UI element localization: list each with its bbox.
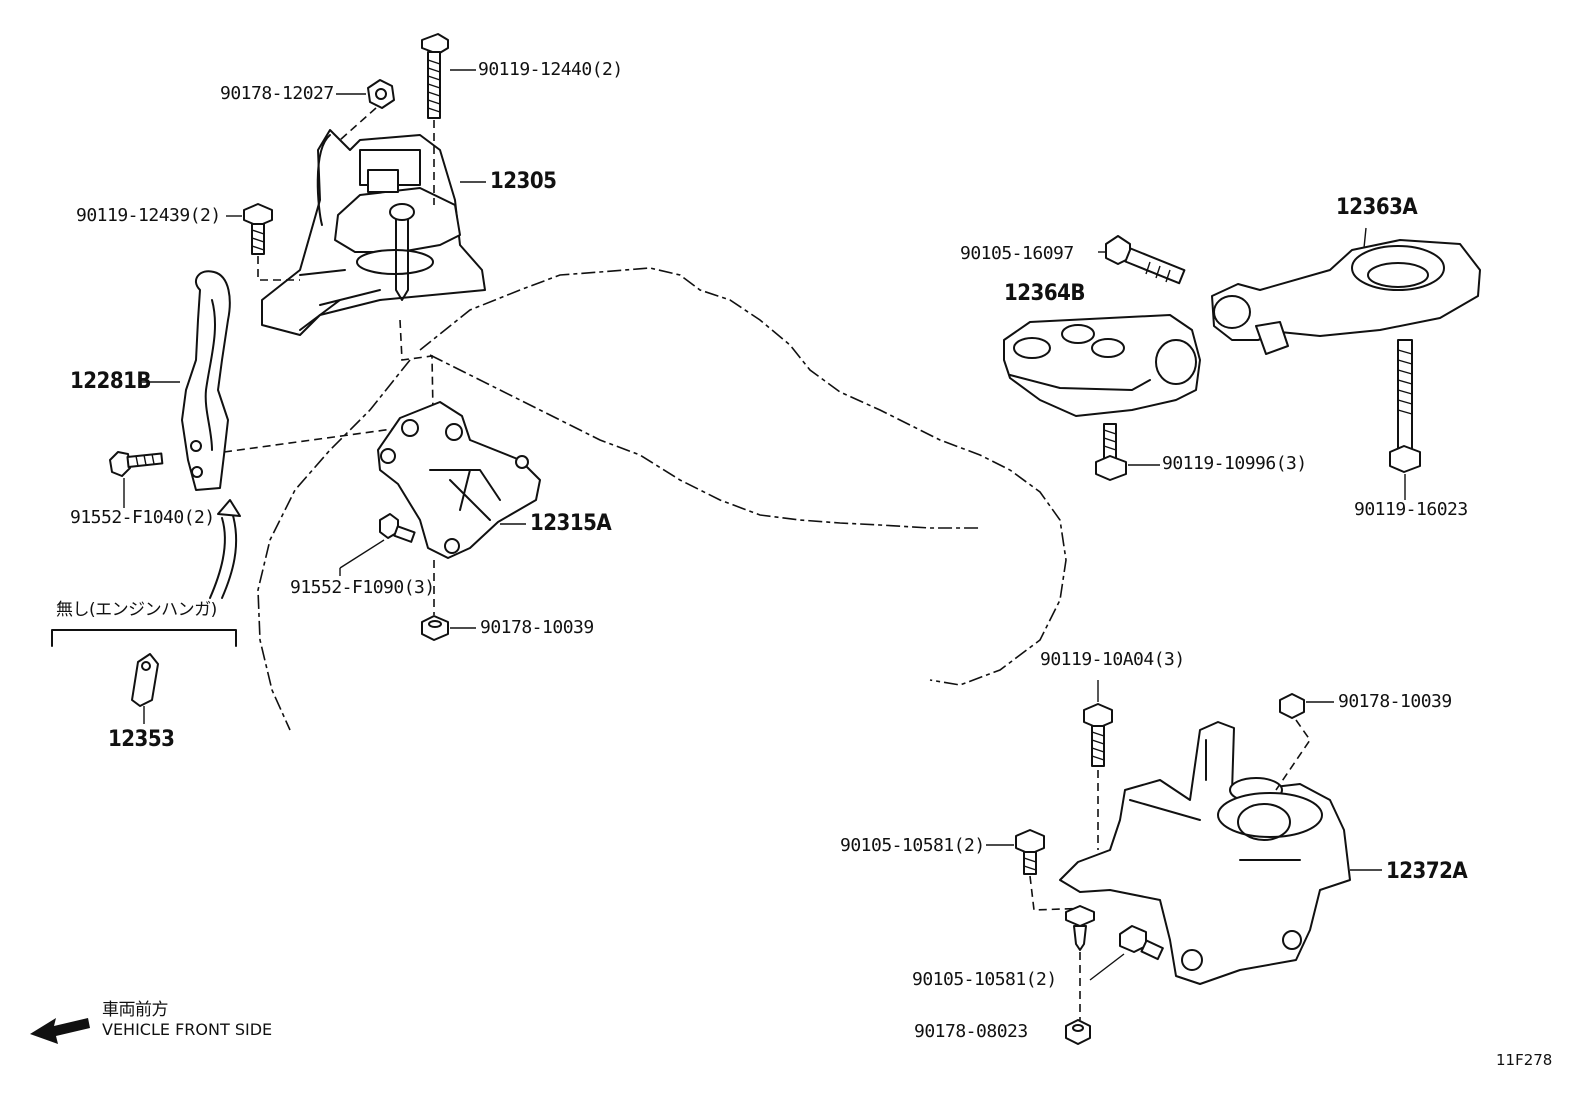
- label-90119-10A04: 90119-10A04(3): [1040, 649, 1185, 670]
- label-90119-12440: 90119-12440(2): [478, 59, 623, 80]
- torque-rod-12363A: [1211, 227, 1481, 355]
- transmission-mount-12372A: [1059, 721, 1382, 985]
- label-91552-F1090: 91552-F1090(3): [290, 577, 435, 598]
- bolt-90119-16023: [1389, 339, 1421, 500]
- bolt-90119-12439: [243, 203, 300, 281]
- label-90178-12027: 90178-12027: [220, 83, 334, 104]
- engine-outline: [257, 267, 1067, 731]
- bolt-91552-F1090: [339, 513, 416, 576]
- bolt-90105-10581-lower: [1089, 925, 1164, 981]
- label-90119-12439: 90119-12439(2): [76, 205, 221, 226]
- leader-lines: [142, 69, 1106, 629]
- label-12363A: 12363A: [1336, 195, 1418, 220]
- label-90105-10581-upper: 90105-10581(2): [840, 835, 985, 856]
- note-front-en: VEHICLE FRONT SIDE: [102, 1020, 273, 1039]
- bolt-90119-12440: [421, 33, 449, 205]
- without-hanger-bracket: [51, 629, 237, 647]
- label-90105-16097: 90105-16097: [960, 243, 1074, 264]
- label-12281B: 12281B: [70, 369, 151, 394]
- bolt-90105-16097: [1105, 235, 1186, 285]
- engine-bracket-12315A: [377, 401, 541, 615]
- nut-90178-08023: [1065, 1019, 1091, 1045]
- label-12305: 12305: [490, 169, 557, 194]
- bolt-90119-10A04: [1083, 680, 1113, 850]
- label-12353: 12353: [108, 727, 175, 752]
- nut-90178-10039-right: [1275, 693, 1334, 791]
- engine-hanger-12281B: [181, 270, 401, 491]
- label-91552-F1040: 91552-F1040(2): [70, 507, 215, 528]
- label-90178-08023: 90178-08023: [914, 1021, 1028, 1042]
- plate-12353: [131, 653, 159, 724]
- label-90119-16023: 90119-16023: [1354, 499, 1468, 520]
- engine-mount-12305: [261, 129, 486, 336]
- note-front-jp: 車両前方: [102, 1000, 169, 1020]
- bolt-90119-10996: [1095, 423, 1160, 481]
- curved-arrow-icon: [209, 499, 241, 599]
- nut-90178-12027: [339, 79, 395, 141]
- figure-id: 11F278: [1496, 1051, 1553, 1069]
- stud-pin: [1065, 905, 1095, 1020]
- bolt-91552-F1040: [109, 451, 164, 508]
- bracket-12364B: [1003, 314, 1201, 417]
- label-12372A: 12372A: [1386, 859, 1468, 884]
- label-90178-10039-right: 90178-10039: [1338, 691, 1452, 712]
- label-12364B: 12364B: [1004, 281, 1085, 306]
- label-90178-10039-left: 90178-10039: [480, 617, 594, 638]
- label-12315A: 12315A: [530, 511, 612, 536]
- arrow-left-icon: [30, 1018, 90, 1044]
- note-without-engine-hanger: 無し(エンジンハンガ): [56, 600, 217, 620]
- label-90105-10581-lower: 90105-10581(2): [912, 969, 1057, 990]
- nut-90178-10039-left: [421, 615, 449, 641]
- label-90119-10996: 90119-10996(3): [1162, 453, 1307, 474]
